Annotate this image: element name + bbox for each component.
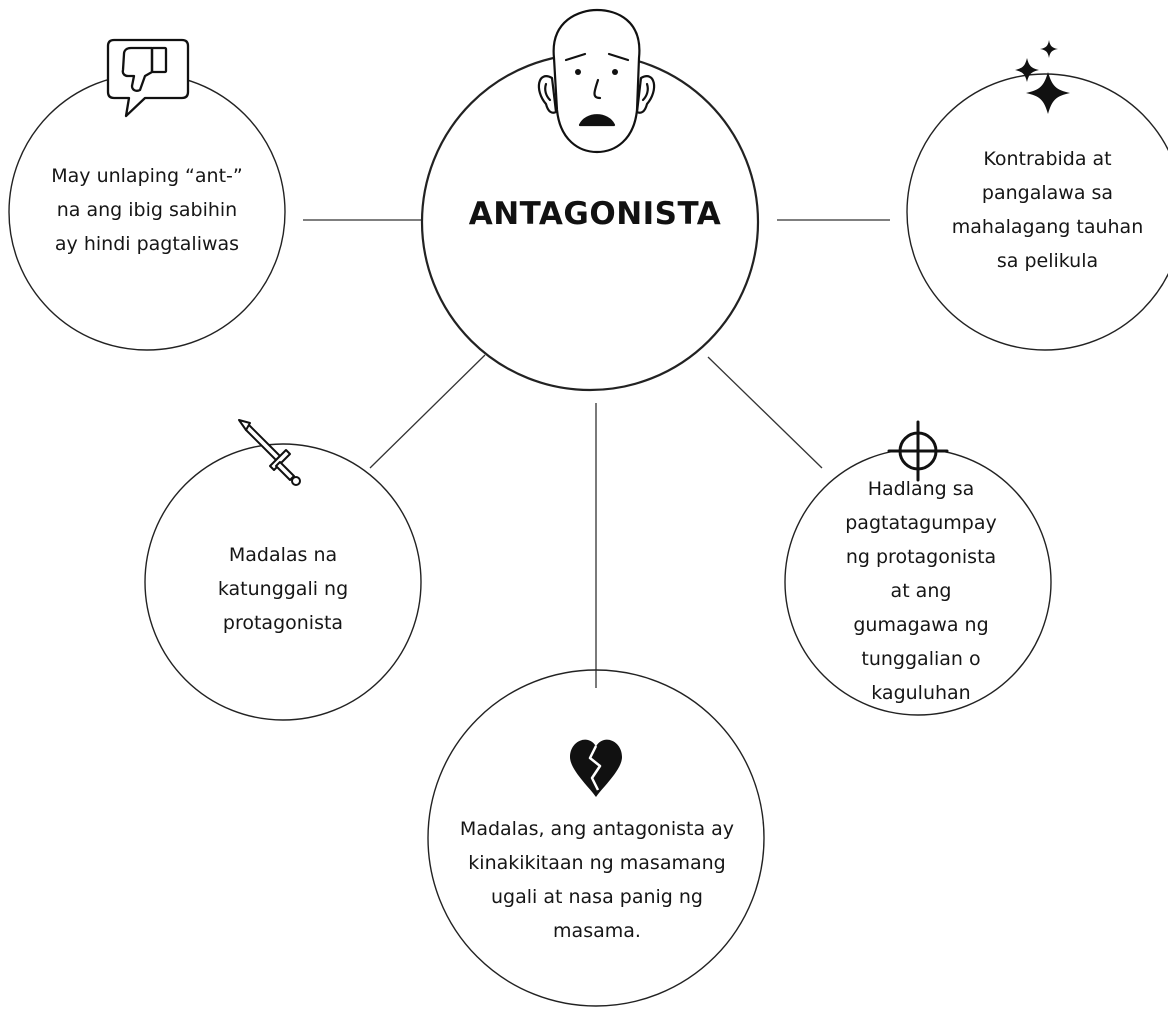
broken-heart-icon [570, 739, 622, 797]
worried-face-icon [537, 8, 656, 154]
node-text-villain: Kontrabida at pangalawa sa mahalagang ta… [951, 148, 1144, 272]
thumbs-down-speech-icon [106, 38, 190, 118]
node-circle-villain [906, 73, 1168, 351]
connector-lower-left [369, 354, 486, 469]
center-title: ANTAGONISTA [468, 196, 722, 232]
sword-icon [238, 419, 301, 486]
node-text-bad-traits: Madalas, ang antagonista ay kinakikitaan… [459, 818, 735, 942]
node-circle-bad-traits [427, 669, 765, 1007]
node-text-obstacle: Hadlang sa pagtatagumpay ng protagonista… [845, 478, 997, 704]
crosshair-icon [887, 420, 949, 482]
node-text-rival: Madalas na katunggali ng protagonista [217, 544, 349, 634]
node-text-ant-prefix: May unlaping “ant-” na ang ibig sabihin … [51, 165, 243, 255]
sparkles-icon [1015, 40, 1070, 114]
node-circle-rival [144, 443, 422, 721]
connector-lower-right [707, 356, 823, 469]
